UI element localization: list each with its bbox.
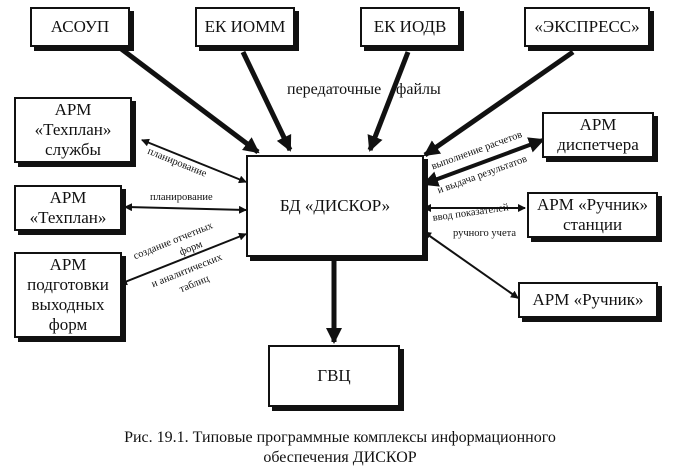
ek-iodv-box: ЕК ИОДВ — [360, 7, 460, 47]
arm-techplan-service-line2: «Техплан» — [34, 120, 112, 139]
ek-iodv-label: ЕК ИОДВ — [373, 17, 447, 36]
arm-techplan-service-box: АРМ «Техплан» службы — [14, 97, 132, 163]
figure-caption: Рис. 19.1. Типовые программные комплексы… — [0, 428, 680, 468]
ek-iomm-box: ЕК ИОММ — [195, 7, 295, 47]
edge-label-planning-2: планирование — [150, 192, 213, 203]
edge-label-input-2: ручного учета — [453, 228, 516, 239]
asoup-box: АСОУП — [30, 7, 130, 47]
figure-caption-line1: Рис. 19.1. Типовые программные комплексы… — [124, 429, 556, 446]
gvc-box: ГВЦ — [268, 345, 400, 407]
figure-caption-line2: обеспечения ДИСКОР — [263, 449, 417, 466]
arm-ruchnik-station-line1: АРМ «Ручник» — [536, 195, 649, 214]
arm-output-forms-box: АРМ подготовки выходных форм — [14, 252, 122, 338]
arrow-output-forms-db — [119, 232, 247, 286]
db-diskor-label: БД «ДИСКОР» — [279, 196, 391, 215]
arrow-db-dispatcher — [422, 137, 545, 187]
arm-ruchnik-station-box: АРМ «Ручник» станции — [527, 192, 658, 238]
ek-iomm-label: ЕК ИОММ — [204, 17, 286, 36]
arm-techplan-service-line3: службы — [45, 140, 101, 159]
asoup-label: АСОУП — [50, 17, 110, 36]
arm-dispatcher-box: АРМ диспетчера — [542, 112, 654, 158]
db-diskor-box: БД «ДИСКОР» — [246, 155, 424, 257]
arm-output-forms-line3: выходных — [31, 295, 105, 314]
arm-dispatcher-line2: диспетчера — [557, 135, 639, 154]
arm-techplan-line2: «Техплан» — [29, 208, 107, 227]
transfer-files-label-right: файлы — [396, 81, 441, 98]
arm-output-forms-line4: форм — [48, 315, 88, 334]
arrow-ek-iodv-to-db — [367, 51, 411, 152]
arm-output-forms-line1: АРМ — [49, 255, 87, 274]
arrow-ek-iomm-to-db — [240, 50, 293, 152]
arrow-asoup-to-db — [118, 46, 260, 154]
arm-techplan-service-line1: АРМ — [54, 100, 92, 119]
gvc-label: ГВЦ — [317, 366, 351, 385]
arm-output-forms-line2: подготовки — [27, 275, 109, 294]
arm-ruchnik-label: АРМ «Ручник» — [532, 290, 644, 309]
arrow-db-ruchnik — [423, 231, 519, 299]
arrow-techplan-db — [124, 203, 247, 214]
arm-ruchnik-box: АРМ «Ручник» — [518, 282, 658, 318]
arm-dispatcher-line1: АРМ — [579, 115, 617, 134]
express-label: «ЭКСПРЕСС» — [534, 17, 640, 36]
arrow-techplan-service-db — [141, 138, 247, 184]
transfer-files-label-left: передаточные — [287, 81, 382, 98]
express-box: «ЭКСПРЕСС» — [524, 7, 650, 47]
arm-ruchnik-station-line2: станции — [562, 215, 623, 234]
arm-techplan-box: АРМ «Техплан» — [14, 185, 122, 231]
arm-techplan-line1: АРМ — [49, 188, 87, 207]
